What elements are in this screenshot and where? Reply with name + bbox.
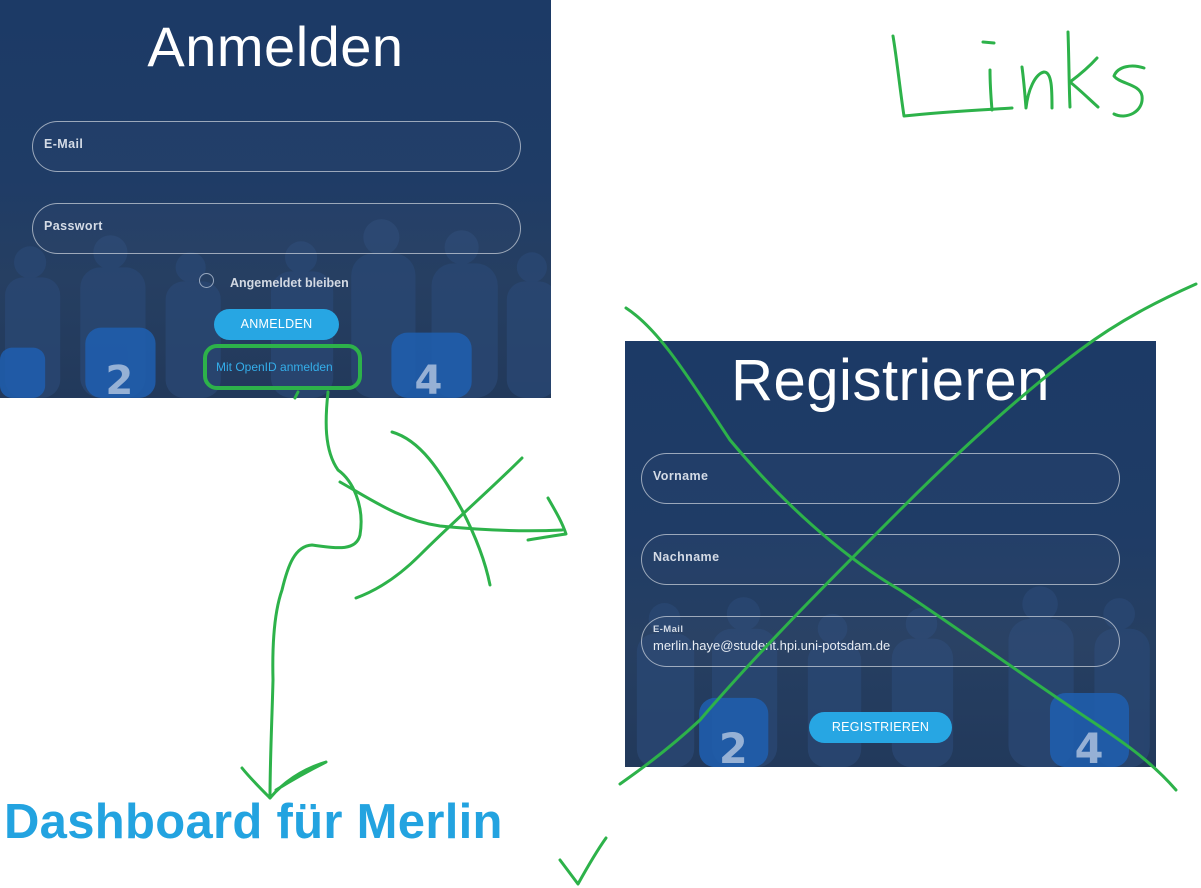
svg-text:4: 4 xyxy=(1075,724,1104,767)
links-handwritten-note xyxy=(891,30,1146,118)
register-title: Registrieren xyxy=(731,348,1050,413)
email-field[interactable]: E-Mail xyxy=(32,121,521,172)
register-email-label: E-Mail xyxy=(653,624,684,635)
password-field[interactable]: Passwort xyxy=(32,203,521,254)
remember-me-radio[interactable] xyxy=(199,273,214,288)
email-field-label: E-Mail xyxy=(44,137,84,151)
lastname-field[interactable]: Nachname xyxy=(641,534,1120,585)
lastname-field-label: Nachname xyxy=(653,550,720,564)
openid-login-link[interactable]: Mit OpenID anmelden xyxy=(216,360,333,374)
check-mark-icon xyxy=(558,836,608,886)
svg-text:2: 2 xyxy=(105,358,133,398)
register-button[interactable]: REGISTRIEREN xyxy=(809,712,952,743)
svg-text:2: 2 xyxy=(719,724,748,767)
password-field-label: Passwort xyxy=(44,219,103,233)
register-email-value: merlin.haye@student.hpi.uni-potsdam.de xyxy=(653,638,891,653)
firstname-field[interactable]: Vorname xyxy=(641,453,1120,504)
remember-me-label[interactable]: Angemeldet bleiben xyxy=(230,276,349,290)
register-email-field[interactable]: E-Mail merlin.haye@student.hpi.uni-potsd… xyxy=(641,616,1120,667)
login-panel: 2 4 Anmelden E-Mail Passwort Angemeldet … xyxy=(0,0,551,398)
flow-arrow-icon xyxy=(240,390,568,800)
login-title: Anmelden xyxy=(147,15,404,78)
firstname-field-label: Vorname xyxy=(653,469,709,483)
dashboard-caption: Dashboard für Merlin xyxy=(4,795,503,849)
register-panel: 2 4 Registrieren Vorname Nachname E-Mail… xyxy=(625,341,1156,767)
login-button[interactable]: ANMELDEN xyxy=(214,309,339,340)
svg-text:4: 4 xyxy=(414,358,442,398)
